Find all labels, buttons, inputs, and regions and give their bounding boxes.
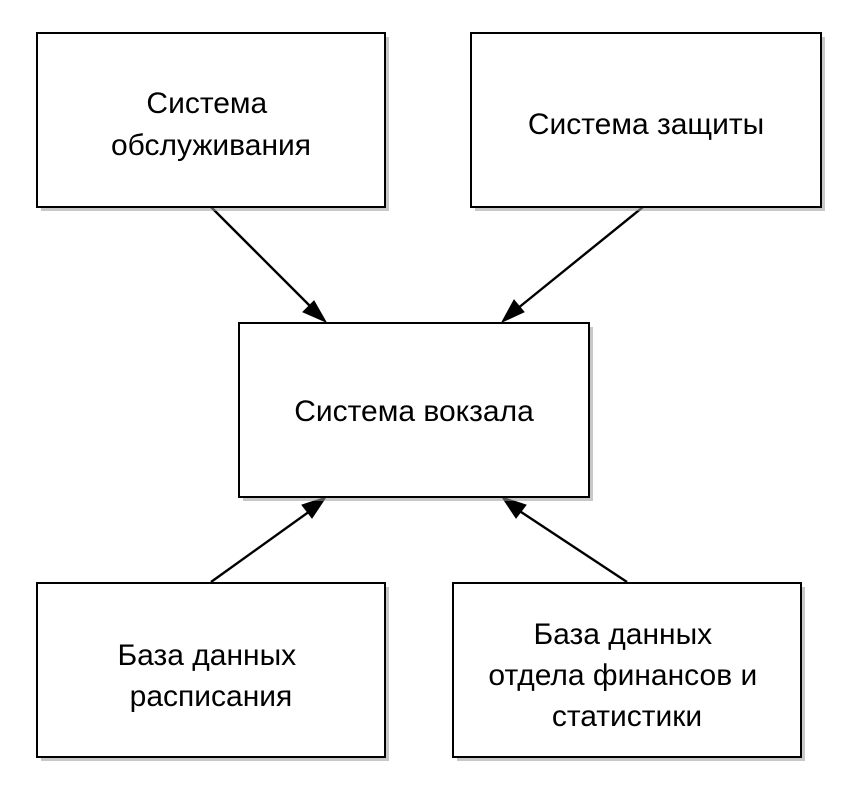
edge-finance-db-to-station [500, 496, 628, 584]
node-label-line: Система вокзала [294, 395, 534, 428]
node-label-line: База данных [533, 618, 712, 651]
svg-text:Система вокзала: Система вокзала [294, 395, 534, 428]
node-security-system: Система защиты [470, 32, 825, 211]
node-label-line: Система [146, 87, 267, 120]
node-label-line: отдела финансов и [488, 659, 757, 692]
edge-service-to-station [210, 206, 328, 324]
node-schedule-database: База данных расписания [36, 582, 389, 761]
node-finance-database: База данных отдела финансов и статистики [452, 582, 805, 761]
node-label-line: База данных [117, 639, 296, 672]
svg-text:Система защиты: Система защиты [528, 108, 764, 141]
svg-text:База данных отдела финан: База данных отдела финансов и статистики [488, 618, 765, 733]
edge-schedule-db-to-station [210, 496, 328, 583]
node-label-line: статистики [552, 700, 702, 733]
arrowhead-icon [302, 300, 328, 324]
edge-security-to-station [500, 206, 644, 324]
svg-text:База данных расписания: База данных расписания [117, 639, 304, 713]
node-service-system: Система обслуживания [36, 32, 389, 211]
arrowhead-icon [500, 299, 525, 324]
node-label-line: Система защиты [528, 108, 764, 141]
node-label-line: расписания [130, 680, 293, 713]
svg-text:Система обслуживания: Система обслуживания [111, 87, 311, 162]
node-label-line: обслуживания [111, 129, 311, 162]
node-station-system: Система вокзала [238, 322, 593, 501]
